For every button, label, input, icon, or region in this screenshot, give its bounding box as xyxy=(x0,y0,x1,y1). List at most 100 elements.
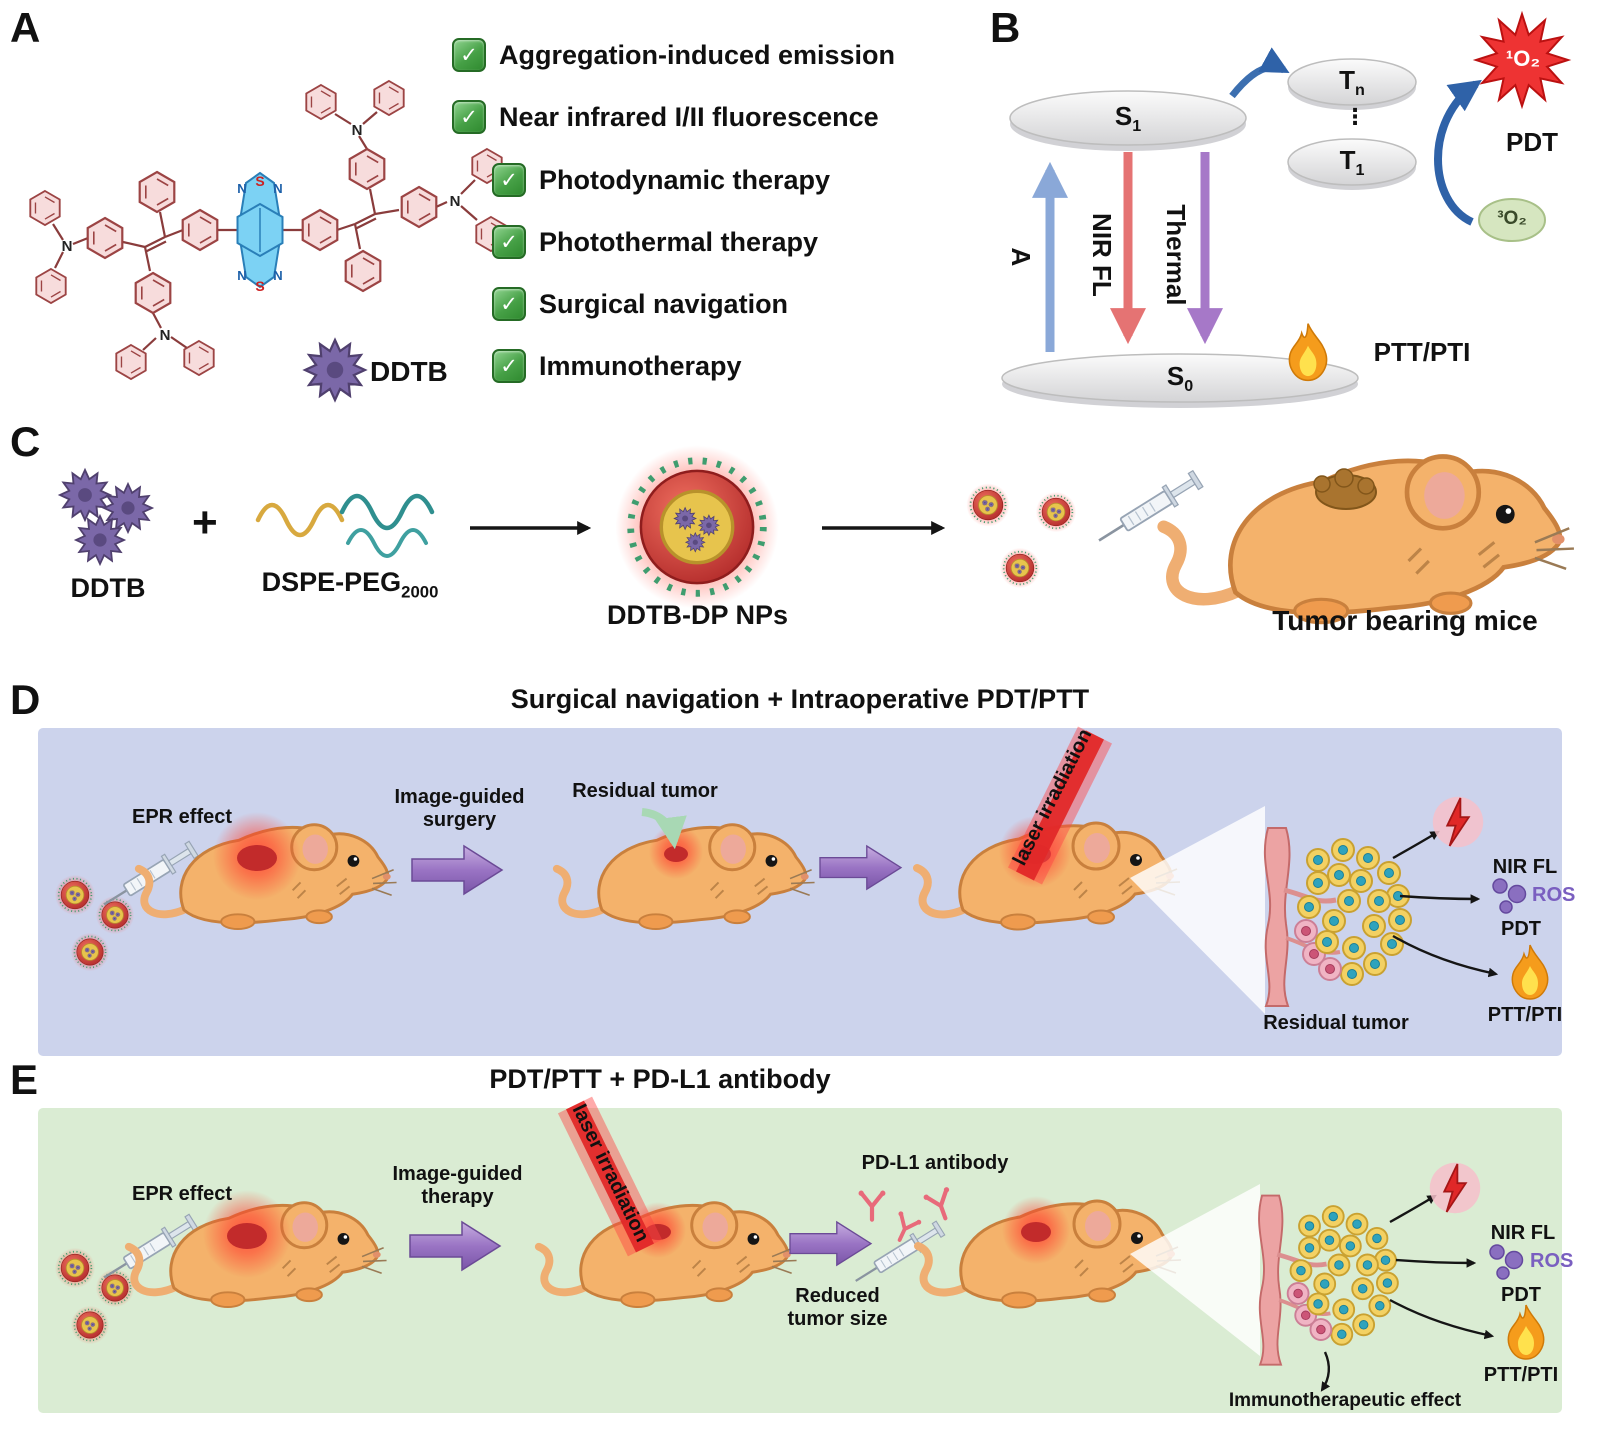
surgical-navigation-scheme xyxy=(38,726,1549,1014)
tumor-glow-large xyxy=(213,812,301,900)
check-icon: ✓ xyxy=(492,163,526,197)
feature-label: Surgical navigation xyxy=(539,288,789,319)
fire-icon xyxy=(1507,1304,1545,1360)
output-arrow-ptt xyxy=(1392,934,1499,978)
ros-label: ROS xyxy=(1532,884,1576,906)
singlet-oxygen-label: ¹O₂ xyxy=(1505,46,1541,71)
feature-label: Photodynamic therapy xyxy=(539,164,831,195)
output-arrow-nirfl xyxy=(1389,1194,1437,1224)
ddtb-aggregate-stars xyxy=(59,469,153,565)
panel-d-label: D xyxy=(10,676,41,723)
check-icon: ✓ xyxy=(452,38,486,72)
nir-fl-label: NIR FL xyxy=(1086,213,1117,297)
t1-state-label: T1 xyxy=(1339,145,1365,180)
epr-effect-label: EPR effect xyxy=(132,1183,233,1205)
sulfur-atom-label: S xyxy=(255,173,264,189)
check-icon: ✓ xyxy=(492,349,526,383)
check-icon: ✓ xyxy=(492,225,526,259)
panel-a-label: A xyxy=(10,4,41,51)
step-arrow xyxy=(819,845,902,890)
reduced-tumor-size-label: Reduced tumor size xyxy=(787,1285,888,1330)
image-guided-surgery-label: Image-guided surgery xyxy=(394,786,525,831)
states-ellipsis: ⋮ xyxy=(1344,104,1366,129)
pdt-output-label: PDT xyxy=(1501,918,1541,940)
s0-state-ellipse xyxy=(1001,353,1359,403)
panel-e-label: E xyxy=(10,1056,39,1103)
s0-state-label: S0 xyxy=(1166,361,1194,396)
nitrogen-atom-label: N xyxy=(450,193,461,210)
residual-tumor-cells xyxy=(1265,828,1411,1006)
step-arrow xyxy=(789,1221,872,1266)
immunotherapeutic-effect-label: Immunotherapeutic effect xyxy=(1228,1390,1462,1411)
ddtb-label: DDTB xyxy=(70,573,146,603)
tn-state-ellipse xyxy=(1287,58,1417,106)
nanoparticle-large xyxy=(615,445,778,608)
tumor-cells xyxy=(1259,1196,1398,1365)
atom-labels: S N N S N N N N N N xyxy=(62,122,461,344)
t1-state-ellipse xyxy=(1287,138,1417,186)
feature-item: ✓ Immunotherapy xyxy=(492,349,972,383)
jablonski-diagram xyxy=(1001,10,1572,408)
spotlight-cone xyxy=(1130,806,1265,1014)
singlet-oxygen-burst xyxy=(1472,10,1572,110)
pdt-output-label: PDT xyxy=(1501,1284,1541,1306)
ptt-output-label: PTT/PTI xyxy=(1487,1004,1563,1026)
nir-fl-output-label: NIR FL xyxy=(1490,1222,1556,1244)
nanoparticle-formulation-scheme xyxy=(59,420,1600,675)
nitrogen-atom-label: N xyxy=(273,181,282,196)
triplet-oxygen-label: ³O₂ xyxy=(1497,208,1527,229)
brown-tumor xyxy=(1313,468,1377,510)
nanoparticle-label: DDTB-DP NPs xyxy=(606,600,789,630)
pdt-label: PDT xyxy=(1506,127,1558,157)
nir-fl-output-label: NIR FL xyxy=(1492,856,1558,878)
nanoparticle-cluster xyxy=(55,1248,134,1344)
panel-c-label: C xyxy=(10,418,41,465)
tumor-mice-label: Tumor bearing mice xyxy=(1272,605,1538,636)
output-arrow-ros xyxy=(1399,894,1481,904)
energy-transfer-arrow xyxy=(1434,79,1482,226)
laser-beam xyxy=(557,1096,663,1257)
dspe-peg-squiggle xyxy=(255,493,435,558)
dspe-peg-label: DSPE-PEG2000 xyxy=(261,567,439,602)
feature-item: ✓ Aggregation-induced emission xyxy=(452,38,972,72)
ros-dots-icon xyxy=(1489,1244,1524,1280)
fire-icon xyxy=(1288,322,1328,382)
sulfur-atom-label: S xyxy=(255,278,264,294)
nanoparticle-cluster xyxy=(55,875,134,971)
pd-l1-antibody-label: PD-L1 antibody xyxy=(861,1152,1009,1174)
feature-item: ✓ Near infrared I/II fluorescence xyxy=(452,100,972,134)
nitrogen-atom-label: N xyxy=(273,268,282,283)
feature-label: Aggregation-induced emission xyxy=(499,39,896,70)
nitrogen-atom-label: N xyxy=(62,238,73,255)
epr-effect-label: EPR effect xyxy=(132,806,233,828)
output-arrow-immuno xyxy=(1320,1351,1331,1392)
immunotherapy-scheme xyxy=(38,1096,1545,1392)
nanoparticle-cluster xyxy=(966,483,1076,588)
nitrogen-atom-label: N xyxy=(237,181,246,196)
step-arrow xyxy=(409,1221,501,1271)
check-icon: ✓ xyxy=(492,287,526,321)
panel-b-label: B xyxy=(990,4,1021,51)
nitrogen-atom-label: N xyxy=(237,268,246,283)
residual-tumor-right-label: Residual tumor xyxy=(1263,1012,1409,1034)
feature-label: Immunotherapy xyxy=(539,350,742,381)
residual-tumor-label: Residual tumor xyxy=(572,780,718,802)
feature-item: ✓ Photothermal therapy xyxy=(492,225,972,259)
output-arrow-ptt xyxy=(1389,1298,1495,1340)
absorption-label: A xyxy=(1005,247,1036,267)
ptt-pti-label: PTT/PTI xyxy=(1373,337,1471,367)
thermal-label: Thermal xyxy=(1160,204,1191,306)
nitrogen-atom-label: N xyxy=(352,122,363,139)
ptt-output-label: PTT/PTI xyxy=(1483,1364,1559,1386)
image-guided-therapy-label: Image-guided therapy xyxy=(392,1163,523,1208)
panel-e-title: PDT/PTT + PD-L1 antibody xyxy=(489,1064,831,1094)
intersystem-crossing-arrow xyxy=(1229,47,1290,99)
benzothiadiazole-core xyxy=(236,171,284,289)
step-arrow xyxy=(411,845,503,895)
ddtb-star-icon xyxy=(303,338,367,402)
nir-bolt-icon xyxy=(1428,1161,1482,1215)
feature-label: Photothermal therapy xyxy=(539,226,819,257)
output-arrow-ros xyxy=(1395,1258,1477,1268)
tumor-glow-large xyxy=(203,1190,291,1278)
